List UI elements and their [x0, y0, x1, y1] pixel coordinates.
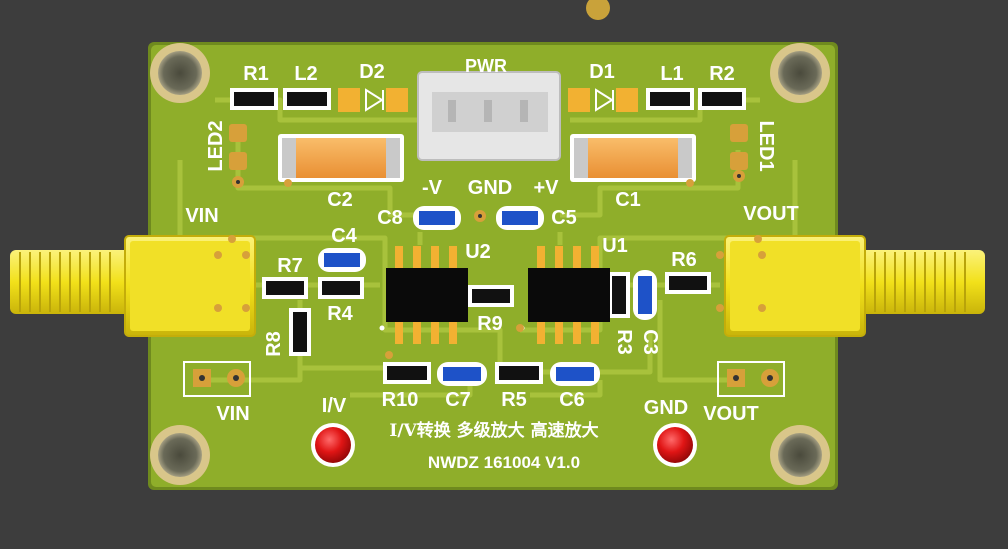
label-r1: R1: [243, 63, 269, 85]
led1-footprint: [730, 124, 748, 182]
resistor-r3: [608, 272, 630, 318]
label-c5: C5: [551, 207, 577, 229]
label-d1: D1: [589, 61, 615, 83]
label-led2: LED2: [205, 120, 227, 171]
sma-connector-vin: [10, 235, 256, 337]
ceramic-capacitors: [318, 206, 657, 386]
mounting-hole-tl: [150, 43, 210, 103]
label-r10: R10: [382, 389, 419, 411]
mounting-hole-tr: [770, 43, 830, 103]
label-l1: L1: [660, 63, 683, 85]
resistor-r10: [383, 362, 431, 384]
label-c7: C7: [445, 389, 471, 411]
vin-header: [183, 361, 251, 397]
label-c6: C6: [559, 389, 585, 411]
label-c2: C2: [327, 189, 353, 211]
resistor-r2: [698, 88, 746, 110]
resistor-r8: [289, 308, 311, 356]
label-r3: R3: [613, 329, 635, 355]
label-c8: C8: [377, 207, 403, 229]
capacitor-c7: [437, 362, 487, 386]
corner-part: [586, 0, 610, 20]
led2-footprint: [229, 124, 247, 188]
label-r4: R4: [327, 303, 353, 325]
sma-connector-vout: [724, 235, 985, 337]
inductor-l1: [646, 88, 694, 110]
silkscreen-labels: PWR -V GND +V R1 L2 D2 D1 L1 R2 LED2 LED…: [185, 56, 798, 472]
label-minus-v: -V: [422, 177, 443, 199]
label-vin-bottom: VIN: [216, 403, 249, 425]
capacitor-c8: [413, 206, 461, 230]
capacitor-c6: [550, 362, 600, 386]
label-r9: R9: [477, 313, 503, 335]
diode-d2: [338, 88, 408, 112]
label-u2: U2: [465, 241, 491, 263]
label-d2: D2: [359, 61, 385, 83]
vout-header: [717, 361, 785, 397]
inductor-l2: [283, 88, 331, 110]
tantalum-capacitor-c2: [278, 134, 404, 182]
label-c4: C4: [331, 225, 357, 247]
label-vout-bottom: VOUT: [703, 403, 759, 425]
ic-u2: [379, 246, 468, 344]
test-point-iv: [311, 423, 355, 467]
label-r7: R7: [277, 255, 303, 277]
label-gnd-pin: GND: [468, 177, 512, 199]
smd-parts: [230, 88, 746, 384]
label-c3: C3: [639, 329, 661, 355]
board-description: I/V转换 多级放大 高速放大: [389, 420, 598, 441]
capacitor-c3: [633, 270, 657, 320]
label-u1: U1: [602, 235, 628, 257]
resistor-r5: [495, 362, 543, 384]
label-led1: LED1: [755, 120, 777, 171]
label-r8: R8: [263, 331, 285, 357]
label-iv: I/V: [322, 395, 347, 417]
resistor-r4: [318, 277, 364, 299]
diode-d1: [568, 88, 638, 112]
resistor-r9: [468, 285, 514, 307]
capacitor-c5: [496, 206, 544, 230]
resistor-r7: [262, 277, 308, 299]
label-r5: R5: [501, 389, 527, 411]
label-c1: C1: [615, 189, 641, 211]
board-version: NWDZ 161004 V1.0: [428, 453, 580, 472]
capacitor-c4: [318, 248, 366, 272]
label-r2: R2: [709, 63, 735, 85]
label-vin-top: VIN: [185, 205, 218, 227]
label-r6: R6: [671, 249, 697, 271]
test-point-gnd: [653, 423, 697, 467]
power-header: [417, 71, 561, 161]
label-l2: L2: [294, 63, 317, 85]
label-pwr: PWR: [465, 56, 507, 76]
resistor-r6: [665, 272, 711, 294]
label-plus-v: +V: [533, 177, 559, 199]
label-gnd: GND: [644, 397, 688, 419]
resistor-r1: [230, 88, 278, 110]
vias: [214, 179, 766, 359]
tantalum-capacitor-c1: [570, 134, 696, 182]
mounting-hole-bl: [150, 425, 210, 485]
label-vout-top: VOUT: [743, 203, 799, 225]
mounting-hole-br: [770, 425, 830, 485]
